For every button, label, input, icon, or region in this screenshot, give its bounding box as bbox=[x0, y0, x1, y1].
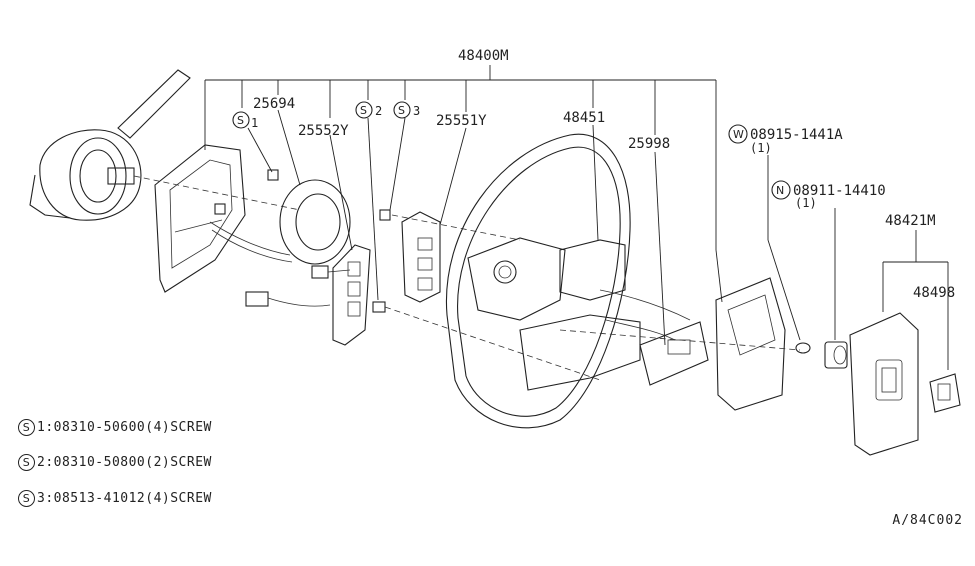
screw-tag-icon: S bbox=[18, 490, 35, 507]
assembly-bracket bbox=[204, 65, 717, 250]
callout-25552y: 25552Y bbox=[298, 123, 349, 139]
switch-right bbox=[384, 127, 601, 381]
callout-nut-qty: (1) bbox=[795, 196, 817, 210]
svg-text:S: S bbox=[360, 104, 367, 117]
switch-left bbox=[329, 134, 371, 346]
callout-25551y: 25551Y bbox=[436, 113, 487, 129]
svg-text:N: N bbox=[776, 184, 784, 197]
callout-washer: 08915-1441A bbox=[750, 127, 843, 143]
screw-s2: S 2 bbox=[355, 101, 386, 313]
screw-tag-icon: S bbox=[18, 419, 35, 436]
legend-text: 2:08310-50800(2)SCREW bbox=[37, 455, 212, 470]
steering-wheel bbox=[445, 124, 641, 429]
callout-washer-qty: (1) bbox=[750, 141, 772, 155]
nut: N bbox=[771, 180, 848, 369]
emblem bbox=[929, 373, 961, 413]
callout-25998: 25998 bbox=[628, 136, 670, 152]
callout-48498: 48498 bbox=[913, 285, 955, 301]
inflator-bracket bbox=[599, 151, 709, 386]
horn-pad bbox=[849, 230, 949, 456]
svg-text:W: W bbox=[733, 128, 744, 141]
svg-text:2: 2 bbox=[375, 104, 382, 118]
svg-text:S: S bbox=[237, 114, 244, 127]
svg-text:1: 1 bbox=[251, 116, 258, 130]
callout-48451: 48451 bbox=[563, 110, 605, 126]
callout-25694: 25694 bbox=[253, 96, 295, 112]
legend-text: 3:08513-41012(4)SCREW bbox=[37, 491, 212, 506]
screw-tag-icon: S bbox=[18, 454, 35, 471]
callout-48400m: 48400M bbox=[458, 48, 509, 64]
backing-plate bbox=[559, 249, 801, 411]
svg-text:S: S bbox=[398, 104, 405, 117]
screw-s1: S 1 bbox=[214, 111, 279, 215]
screw-s3: S 3 bbox=[379, 101, 420, 221]
svg-text:3: 3 bbox=[413, 104, 420, 118]
harness-connector bbox=[245, 265, 351, 307]
legend-text: 1:08310-50600(4)SCREW bbox=[37, 420, 212, 435]
washer: W bbox=[728, 124, 811, 354]
lower-cover bbox=[154, 144, 246, 293]
callout-48421m: 48421M bbox=[885, 213, 936, 229]
spiral-cable bbox=[209, 109, 351, 265]
diagram-code: A/84C002 bbox=[892, 513, 963, 528]
callout-nut: 08911-14410 bbox=[793, 183, 886, 199]
column-switch bbox=[29, 69, 301, 221]
